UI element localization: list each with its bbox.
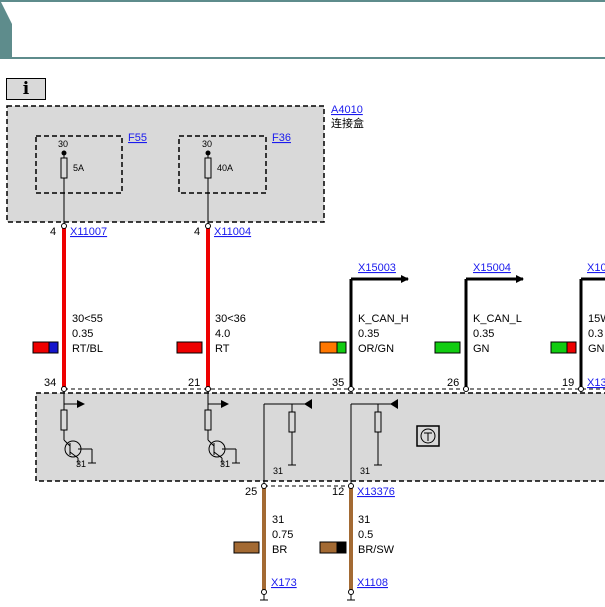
color-swatch-rt xyxy=(176,341,203,354)
wire-label-signal: 30<36 xyxy=(215,313,246,325)
ground-label: 31 xyxy=(273,466,283,476)
wire-label-signal: 30<55 xyxy=(72,313,103,325)
wire-label-color: BR xyxy=(272,544,287,556)
wire-label-color: RT/BL xyxy=(72,343,103,355)
color-swatch-br-sw xyxy=(319,541,347,554)
module-bottom xyxy=(35,392,605,482)
color-swatch-br xyxy=(233,541,260,554)
color-swatch-gn-rt xyxy=(550,341,577,354)
wire-label-signal: K_CAN_H xyxy=(358,313,409,325)
module-pin: 26 xyxy=(447,377,459,389)
ground-circuit-4 xyxy=(350,399,398,486)
fuse-f36 xyxy=(178,135,267,226)
info-button[interactable]: i xyxy=(6,78,46,100)
fuse-f36-out-pin: 4 xyxy=(194,226,200,238)
page-header xyxy=(0,0,605,59)
wire-label-signal: 15W xyxy=(588,313,605,325)
module-a4010-name: 连接盒 xyxy=(331,116,364,130)
module-pin: 34 xyxy=(44,377,56,389)
wire-label-size: 0.75 xyxy=(272,529,293,541)
wire-label-signal: 31 xyxy=(272,514,284,526)
color-swatch-rt-bl xyxy=(32,341,59,354)
module-pins-top xyxy=(61,386,584,392)
wire-k-can-l xyxy=(464,275,524,389)
wire-15w xyxy=(579,277,605,389)
module-pin: 21 xyxy=(188,377,200,389)
transistor-circuit-2 xyxy=(204,391,240,465)
ground-label: 31 xyxy=(220,459,230,469)
fuse-f36-pin: 30 xyxy=(202,139,212,149)
transistor-circuit-1 xyxy=(60,391,96,465)
wire-label-color: RT xyxy=(215,343,230,355)
connector-x13376-link[interactable]: X13376 xyxy=(357,486,395,498)
control-unit-icon xyxy=(416,425,440,447)
module-pin: 12 xyxy=(332,486,344,498)
wire-label-signal: 31 xyxy=(358,514,370,526)
module-a4010 xyxy=(6,105,325,223)
connector-x15004-link[interactable]: X15004 xyxy=(473,262,511,274)
wire-label-color: BR/SW xyxy=(358,544,395,556)
wire-k-can-h xyxy=(349,275,409,389)
connector-x11007-link[interactable]: X11007 xyxy=(70,226,107,238)
ground-label: 31 xyxy=(360,466,370,476)
ground-circuit-3 xyxy=(263,399,312,486)
fuse-f55-out-pin: 4 xyxy=(50,226,56,238)
fuse-f36-link[interactable]: F36 xyxy=(272,132,291,144)
wire-label-size: 0.35 xyxy=(72,328,93,340)
wire-label-color: OR/GN xyxy=(358,343,394,355)
color-swatch-or-gn xyxy=(319,341,347,354)
wire-end-terminals xyxy=(260,589,355,601)
wire-label-size: 4.0 xyxy=(215,328,230,340)
connector-x15003-link[interactable]: X15003 xyxy=(358,262,396,274)
module-pin: 35 xyxy=(332,377,344,389)
wire-label-size: 0.3 xyxy=(588,328,603,340)
color-swatch-gn xyxy=(434,341,461,354)
connector-x13-link[interactable]: X13 xyxy=(587,377,605,389)
connector-x1108-link[interactable]: X1108 xyxy=(357,577,388,589)
fuse-f55-link[interactable]: F55 xyxy=(128,132,147,144)
wire-label-size: 0.35 xyxy=(473,328,494,340)
wire-label-color: GN xyxy=(473,343,490,355)
fuse-f55 xyxy=(35,135,123,226)
wire-label-size: 0.5 xyxy=(358,529,373,541)
fuse-f55-pin: 30 xyxy=(58,139,68,149)
ground-label: 31 xyxy=(76,459,86,469)
fuse-f55-rating: 5A xyxy=(73,163,84,173)
connector-x173-link[interactable]: X173 xyxy=(271,577,297,589)
connector-x10-link[interactable]: X10 xyxy=(587,262,605,274)
connector-x11004-link[interactable]: X11004 xyxy=(214,226,251,238)
module-pin: 25 xyxy=(245,486,257,498)
module-a4010-id-link[interactable]: A4010 xyxy=(331,104,363,116)
wire-label-size: 0.35 xyxy=(358,328,379,340)
wire-label-color: GN xyxy=(588,343,605,355)
wire-label-signal: K_CAN_L xyxy=(473,313,522,325)
module-pin: 19 xyxy=(562,377,574,389)
fuse-f36-rating: 40A xyxy=(217,163,233,173)
